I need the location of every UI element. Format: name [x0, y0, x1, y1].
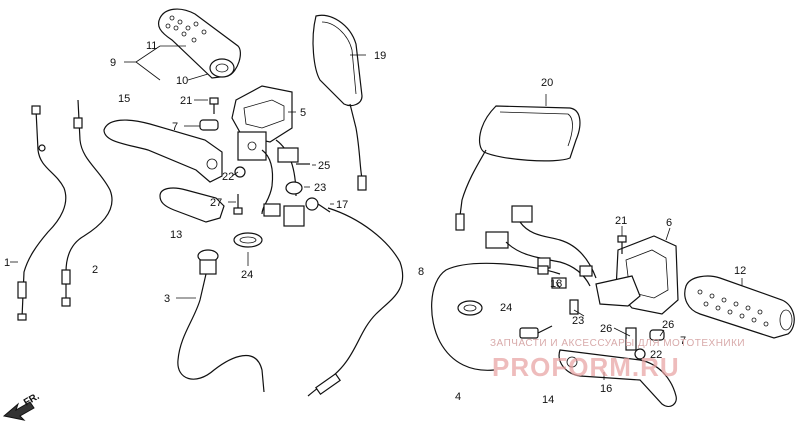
label-20: 20: [541, 77, 553, 89]
bolt-17: [305, 197, 331, 213]
screw-21-left: [209, 97, 219, 114]
right-harness: [485, 205, 597, 287]
front-brake-lever: [558, 349, 677, 408]
cable-8-adjuster: [537, 265, 549, 275]
cable-2: [61, 99, 113, 307]
right-mirror: [455, 105, 581, 231]
label-27: 27: [210, 197, 222, 209]
adjuster-18: [551, 277, 567, 289]
front-arrow-icon: FR.: [2, 391, 42, 421]
label-24-left: 24: [241, 269, 253, 281]
lever-bracket: [159, 187, 225, 223]
label-7-right: 7: [680, 335, 686, 347]
label-23-right: 23: [572, 315, 584, 327]
label-2: 2: [92, 264, 98, 276]
switch-plug-small: [263, 203, 281, 217]
label-3: 3: [164, 293, 170, 305]
cable-3: [177, 273, 265, 393]
switch-plug: [283, 205, 305, 227]
label-25: 25: [318, 160, 330, 172]
cable-8-right: [431, 262, 561, 371]
label-11: 11: [146, 40, 157, 52]
label-1: 1: [4, 257, 10, 269]
front-arrow-label: FR.: [22, 391, 42, 409]
label-5: 5: [300, 107, 306, 119]
label-6: 6: [666, 217, 672, 229]
cable-1: [17, 105, 67, 321]
label-18: 18: [550, 278, 562, 290]
right-grip: [684, 275, 795, 339]
label-14: 14: [542, 394, 554, 406]
label-22-right: 22: [650, 349, 662, 361]
watermark: ЗАПЧАСТИ И АКСЕССУАРЫ ДЛЯ МОТОТЕХНИКИ PR…: [490, 338, 745, 382]
label-21-left: 21: [180, 95, 192, 107]
switch-connector: [277, 147, 299, 163]
label-9: 9: [110, 57, 116, 69]
spring-23: [569, 299, 579, 315]
cable-8-left: [307, 207, 404, 397]
watermark-tagline: ЗАПЧАСТИ И АКСЕССУАРЫ ДЛЯ МОТОТЕХНИКИ: [490, 338, 745, 349]
clutch-lever: [103, 119, 223, 183]
bolt-22-left: [234, 166, 246, 178]
part-labels: 11 9 10 15 21 7 5 19 25 22 23 27 17 13 2…: [4, 40, 746, 406]
pivot-26: [625, 327, 665, 351]
label-24-right: 24: [500, 302, 512, 314]
label-21-right: 21: [615, 215, 627, 227]
label-19: 19: [374, 50, 386, 62]
label-15: 15: [118, 93, 130, 105]
label-23-left: 23: [314, 182, 326, 194]
label-22-left: 22: [222, 171, 234, 183]
bolt-27: [233, 194, 243, 215]
label-8: 8: [418, 266, 424, 278]
label-10: 10: [176, 75, 188, 87]
leader-lines: [10, 45, 743, 380]
choke-knob: [197, 249, 219, 275]
bolt-22-right: [634, 348, 646, 360]
brake-switch: [519, 325, 553, 339]
label-26-left: 26: [600, 323, 612, 335]
clamp-24-left: [233, 232, 263, 248]
clamp-23: [285, 181, 303, 195]
cable-8-end: [315, 373, 341, 395]
clamp-24-right: [457, 300, 483, 316]
label-26-right: 26: [662, 319, 674, 331]
label-17: 17: [336, 199, 348, 211]
label-7-left: 7: [172, 121, 178, 133]
left-mirror: [312, 14, 367, 191]
watermark-site: PROFORM.RU: [492, 352, 680, 382]
label-13: 13: [170, 229, 182, 241]
label-4: 4: [455, 391, 461, 403]
pivot-7-left: [199, 119, 219, 131]
left-grip: [157, 8, 241, 79]
right-switch-housing: [595, 235, 679, 315]
label-16: 16: [600, 383, 612, 395]
label-12: 12: [734, 265, 746, 277]
